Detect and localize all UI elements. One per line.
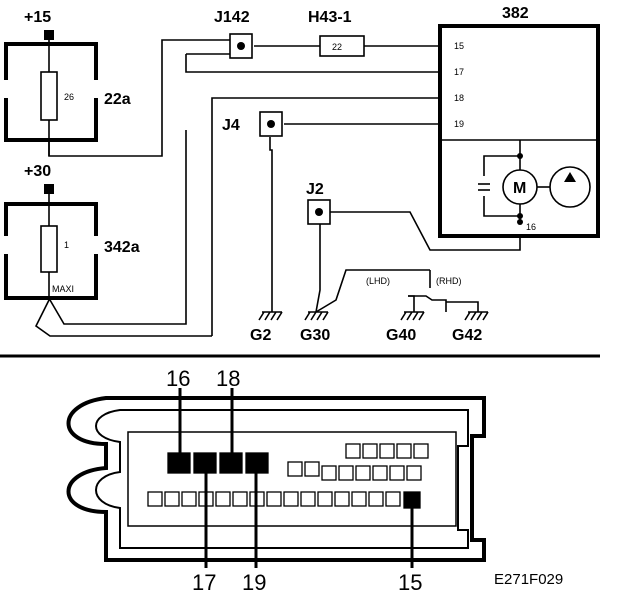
- g42-label: G42: [452, 327, 482, 344]
- ground-g30: G30: [300, 311, 330, 344]
- fuse-342a-name: 342a: [104, 239, 140, 256]
- wiring: [34, 36, 521, 337]
- plus30-label: +30: [24, 163, 51, 180]
- fuse-22a-rating: 26: [64, 92, 74, 102]
- connector-j142: J142: [214, 9, 253, 59]
- module-label: 382: [502, 5, 529, 22]
- connector-face-view: 16 18 17 19 15: [66, 366, 486, 595]
- module-pin-15: 15: [454, 41, 464, 51]
- j2-label: J2: [306, 181, 324, 198]
- fuse-22a-name: 22a: [104, 91, 131, 108]
- h43-pin-label: 22: [332, 42, 342, 52]
- connector-j4: J4: [222, 111, 283, 137]
- h43-label: H43-1: [308, 9, 352, 26]
- module-pin-17: 17: [454, 67, 464, 77]
- plus15-terminal: [44, 30, 54, 40]
- module-382: 382 15 17 18 19 M 16: [438, 5, 600, 238]
- ground-g42: G42: [452, 311, 489, 344]
- fuse-22a: 26 22a: [0, 42, 131, 156]
- callout-pin-19: 19: [242, 570, 266, 595]
- fuse-342a: 1 342a MAXI: [0, 202, 140, 300]
- fuse-342a-rating: 1: [64, 240, 69, 250]
- callout-pin-15: 15: [398, 570, 422, 595]
- fuse-342a-type: MAXI: [52, 284, 74, 294]
- motor-pin-16: 16: [526, 222, 536, 232]
- connector-j2: J2: [306, 181, 331, 225]
- connector-h43-1: 22 H43-1: [308, 9, 365, 57]
- g40-label: G40: [386, 327, 416, 344]
- j142-label: J142: [214, 9, 250, 26]
- motor-label: M: [513, 180, 526, 197]
- lhd-label: (LHD): [366, 276, 390, 286]
- callout-pin-16: 16: [166, 366, 190, 391]
- j4-label: J4: [222, 117, 240, 134]
- plus30-terminal: [44, 184, 54, 194]
- g2-label: G2: [250, 327, 271, 344]
- module-pin-19: 19: [454, 119, 464, 129]
- module-pin-18: 18: [454, 93, 464, 103]
- figure-code: E271F029: [494, 571, 563, 588]
- callout-pin-18: 18: [216, 366, 240, 391]
- plus15-label: +15: [24, 9, 51, 26]
- ground-g2: G2: [250, 311, 283, 344]
- g30-label: G30: [300, 327, 330, 344]
- ground-g40: G40: [386, 311, 425, 344]
- rhd-label: (RHD): [436, 276, 462, 286]
- gauge-icon: [549, 166, 591, 208]
- callout-pin-17: 17: [192, 570, 216, 595]
